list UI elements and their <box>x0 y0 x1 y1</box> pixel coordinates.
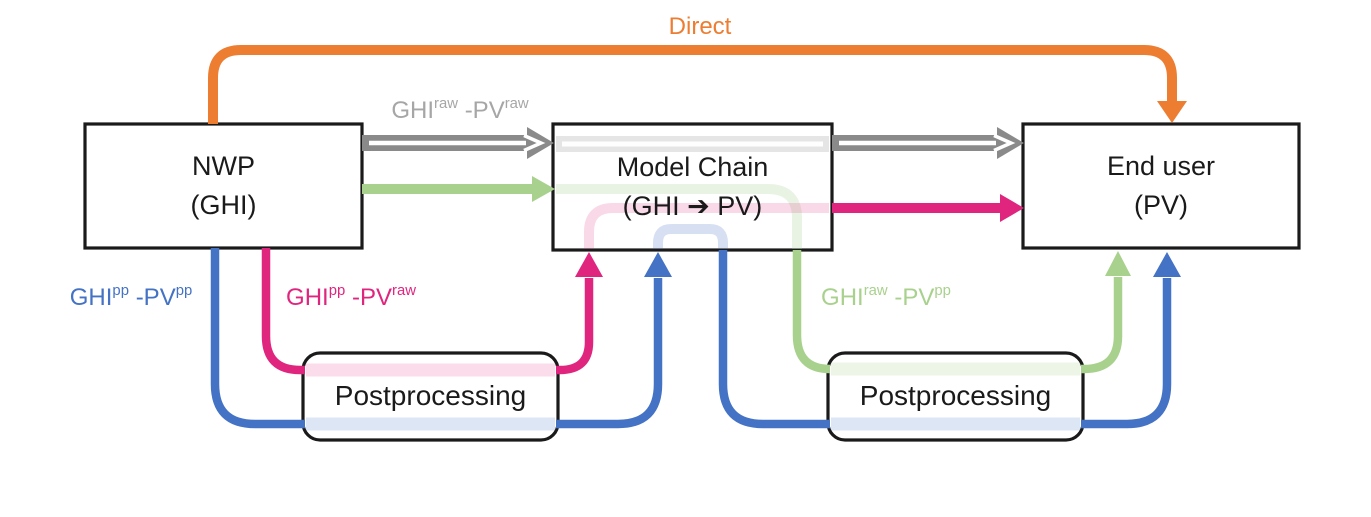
label-superscript: raw <box>391 282 416 299</box>
label-base: GHI <box>821 284 864 311</box>
postprocessing-left-label: Postprocessing <box>303 353 558 440</box>
pp-pp-loop1-down <box>210 248 305 429</box>
label-superscript: pp <box>934 282 951 299</box>
postprocessing-left-box <box>301 351 560 442</box>
postprocessing-left-text: Postprocessing <box>334 380 527 412</box>
raw-pp-loop-up <box>1081 277 1123 374</box>
label-base: GHI <box>69 284 113 311</box>
pp-pp-loop2-arrowhead <box>1153 252 1181 277</box>
direct-flow-text: Direct <box>668 13 732 40</box>
pp-pp-passthrough-model-chain <box>653 224 728 249</box>
label-superscript: raw <box>504 95 529 112</box>
label-base: -PV <box>464 97 505 124</box>
label-superscript: raw <box>434 95 458 112</box>
pp-pp-loop1-up <box>556 278 663 429</box>
label-superscript: raw <box>863 282 888 299</box>
pp-pp-loop2-down <box>718 250 830 429</box>
raw-pp-passthrough-model-chain <box>556 184 802 249</box>
pp-pp-loop1-arrowhead <box>644 252 672 277</box>
raw-pp-loop-down <box>792 250 831 374</box>
label-base: GHI <box>391 97 434 124</box>
pp-pp-flow-label: GHIpp-PVpp <box>21 282 241 312</box>
model-chain-box-title: Model Chain <box>616 151 769 182</box>
pp-raw-loop-arrowhead <box>575 252 603 277</box>
raw-raw-arrow-1-inner-head <box>523 133 546 153</box>
model-chain-box-label: Model Chain (GHI ➔ PV) <box>553 124 832 250</box>
postprocessing-right-box <box>826 351 1085 442</box>
end-user-box-subtitle: (PV) <box>1134 190 1188 220</box>
model-chain-box-subtitle: (GHI ➔ PV) <box>622 191 763 221</box>
nwp-box-subtitle: (GHI) <box>190 190 257 220</box>
label-base: -PV <box>135 284 176 311</box>
end-user-box <box>1021 122 1301 250</box>
pp-raw-loop-up <box>556 278 594 375</box>
raw-pp-flow-label: GHIraw -PVpp <box>776 282 996 312</box>
direct-arrow-path <box>208 45 1177 124</box>
ghi-to-model-chain-arrowhead <box>532 176 555 202</box>
raw-raw-arrow-2-inner-head <box>993 133 1016 153</box>
raw-raw-flow-label: GHIraw-PVraw <box>350 95 570 125</box>
postprocessing-right-label: Postprocessing <box>828 353 1083 440</box>
raw-pp-loop-arrowhead <box>1105 251 1131 276</box>
pp-raw-loop-down <box>261 248 305 375</box>
pv-to-end-user-arrowhead <box>1000 194 1024 222</box>
end-user-box-title: End user <box>1106 150 1216 181</box>
pp-raw-flow-label: GHIpp -PVraw <box>241 282 461 312</box>
end-user-box-label: End user (PV) <box>1023 124 1299 248</box>
label-base: -PV <box>351 284 392 311</box>
nwp-box-label: NWP (GHI) <box>85 124 362 248</box>
nwp-box-title: NWP <box>192 150 255 181</box>
nwp-box <box>83 122 364 250</box>
direct-arrowhead <box>1157 101 1187 123</box>
pp-pp-loop2-up <box>1081 278 1172 429</box>
postprocessing-right-text: Postprocessing <box>859 380 1052 412</box>
label-superscript: pp <box>175 282 193 299</box>
direct-flow-label: Direct <box>590 13 810 41</box>
label-superscript: pp <box>328 282 346 299</box>
label-base: -PV <box>894 284 935 311</box>
label-superscript: pp <box>112 282 129 299</box>
label-base: GHI <box>286 284 329 311</box>
pp-raw-passthrough-model-chain <box>584 203 829 249</box>
